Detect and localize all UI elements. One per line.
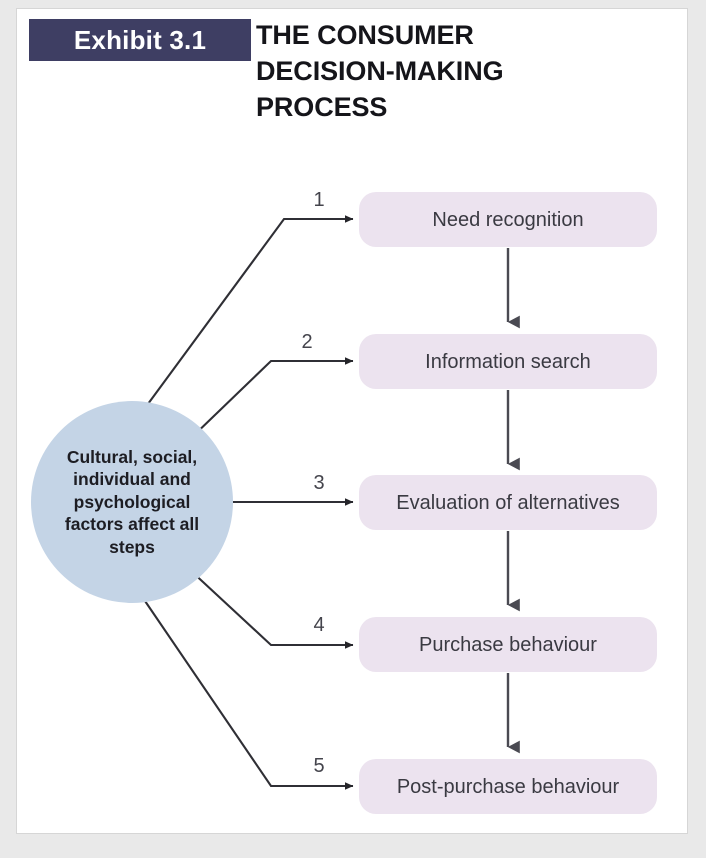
consumer-decision-process-diagram: Cultural, social, individual and psychol… bbox=[17, 9, 689, 835]
stage-box-need-recognition[interactable]: Need recognition bbox=[359, 192, 657, 247]
exhibit-badge-label: Exhibit 3.1 bbox=[73, 25, 207, 55]
step-number-5: 5 bbox=[313, 755, 325, 777]
exhibit-title-line-2: DECISION-MAKING bbox=[256, 55, 504, 86]
stage-box-evaluation-of-alternatives[interactable]: Evaluation of alternatives bbox=[359, 475, 657, 530]
stage-box-label: Post-purchase behaviour bbox=[396, 775, 620, 798]
step-number-1: 1 bbox=[313, 189, 325, 211]
stage-box-post-purchase-behaviour[interactable]: Post-purchase behaviour bbox=[359, 759, 657, 814]
connector-to-step-4 bbox=[188, 568, 354, 649]
connector-to-step-2 bbox=[187, 357, 354, 442]
connector-layer bbox=[144, 215, 520, 790]
step-number-2: 2 bbox=[301, 331, 313, 353]
exhibit-card: Exhibit 3.1 THE CONSUMER DECISION-MAKING… bbox=[16, 8, 688, 834]
connector-to-step-5 bbox=[144, 600, 354, 790]
influences-circle: Cultural, social, individual and psychol… bbox=[31, 401, 233, 603]
step-number-4: 4 bbox=[313, 614, 325, 636]
exhibit-title-line-3: PROCESS bbox=[256, 91, 388, 122]
stage-box-purchase-behaviour[interactable]: Purchase behaviour bbox=[359, 617, 657, 672]
stage-box-label: Evaluation of alternatives bbox=[396, 491, 620, 514]
exhibit-title: THE CONSUMER DECISION-MAKING PROCESS bbox=[256, 18, 656, 126]
step-number-3: 3 bbox=[313, 472, 325, 494]
stage-box-label: Information search bbox=[425, 350, 591, 373]
connector-to-step-1 bbox=[144, 215, 354, 409]
stage-box-label: Purchase behaviour bbox=[419, 633, 597, 656]
influences-circle-label: Cultural, social, individual and psychol… bbox=[64, 447, 200, 557]
exhibit-badge: Exhibit 3.1 bbox=[29, 19, 251, 61]
exhibit-title-line-1: THE CONSUMER bbox=[256, 20, 474, 50]
stage-box-label: Need recognition bbox=[432, 208, 584, 231]
stage-box-information-search[interactable]: Information search bbox=[359, 334, 657, 389]
